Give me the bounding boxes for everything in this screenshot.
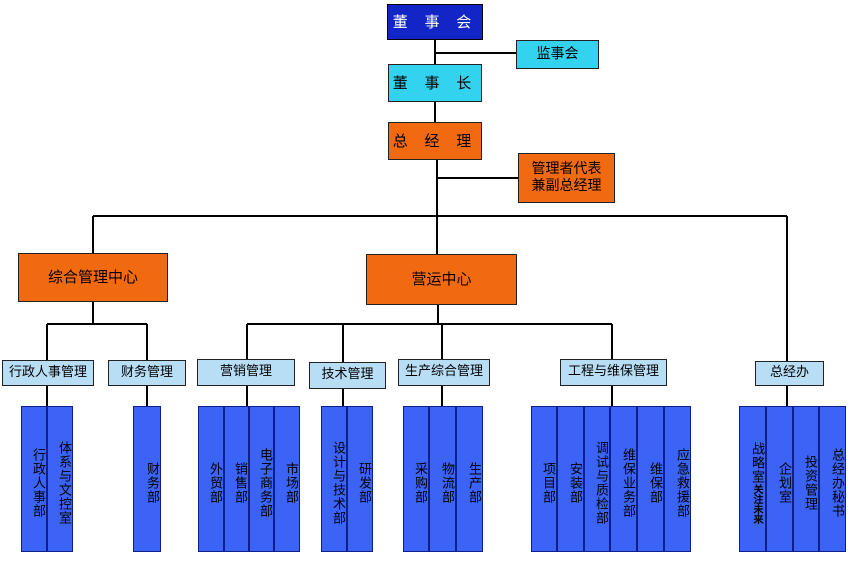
dept-foreign-trade: 外贸部 — [198, 406, 224, 552]
dept-maintenance: 维保部 — [637, 406, 664, 552]
board-of-directors: 董 事 会 — [387, 4, 483, 40]
dept-sales: 销售部 — [224, 406, 249, 552]
dept-emergency-rescue: 应急救援部 — [664, 406, 691, 552]
dept-logistics: 物流部 — [429, 406, 456, 552]
dept-planning: 企划室 — [766, 406, 793, 552]
mgmt-rep-line-2: 兼副总经理 — [531, 178, 602, 194]
strategy-label: 战略室 — [749, 442, 764, 484]
management-representative: 管理者代表 兼副总经理 — [518, 153, 615, 203]
dept-ecommerce: 电子商务部 — [249, 406, 274, 552]
mgmt-rep-line-1: 管理者代表 — [531, 160, 602, 177]
hr-admin-management: 行政人事管理 — [2, 360, 94, 386]
strategy-note: 关注未来 — [751, 484, 762, 524]
tech-management: 技术管理 — [309, 362, 386, 389]
dept-gm-secretary: 总经办秘书 — [819, 406, 846, 552]
dept-investment-management: 投资管理 — [793, 406, 819, 552]
dept-rnd: 研发部 — [347, 406, 373, 552]
operations-center: 营运中心 — [366, 254, 517, 305]
dept-project: 项目部 — [531, 406, 557, 552]
production-management: 生产综合管理 — [398, 359, 490, 386]
dept-system-document-control: 体系与文控室 — [47, 406, 73, 552]
dept-design-tech: 设计与技术部 — [321, 406, 347, 552]
general-office: 总经办 — [755, 361, 824, 386]
admin-management-center: 综合管理中心 — [18, 253, 168, 302]
sales-management: 营销管理 — [197, 359, 295, 386]
dept-maintenance-business: 维保业务部 — [610, 406, 637, 552]
chairman: 董 事 长 — [388, 64, 482, 102]
board-of-supervisors: 监事会 — [516, 40, 599, 69]
dept-installation: 安装部 — [557, 406, 584, 552]
dept-hr-admin: 行政人事部 — [21, 406, 47, 552]
dept-purchasing: 采购部 — [403, 406, 429, 552]
finance-management: 财务管理 — [108, 360, 186, 386]
dept-market: 市场部 — [274, 406, 300, 552]
dept-commissioning-qc: 调试与质检部 — [584, 406, 610, 552]
dept-strategy: 战略室关注未来 — [739, 406, 766, 552]
dept-finance: 财务部 — [133, 406, 161, 552]
general-manager: 总 经 理 — [388, 122, 482, 160]
dept-production: 生产部 — [456, 406, 483, 552]
engineering-maintenance-management: 工程与维保管理 — [560, 359, 667, 386]
